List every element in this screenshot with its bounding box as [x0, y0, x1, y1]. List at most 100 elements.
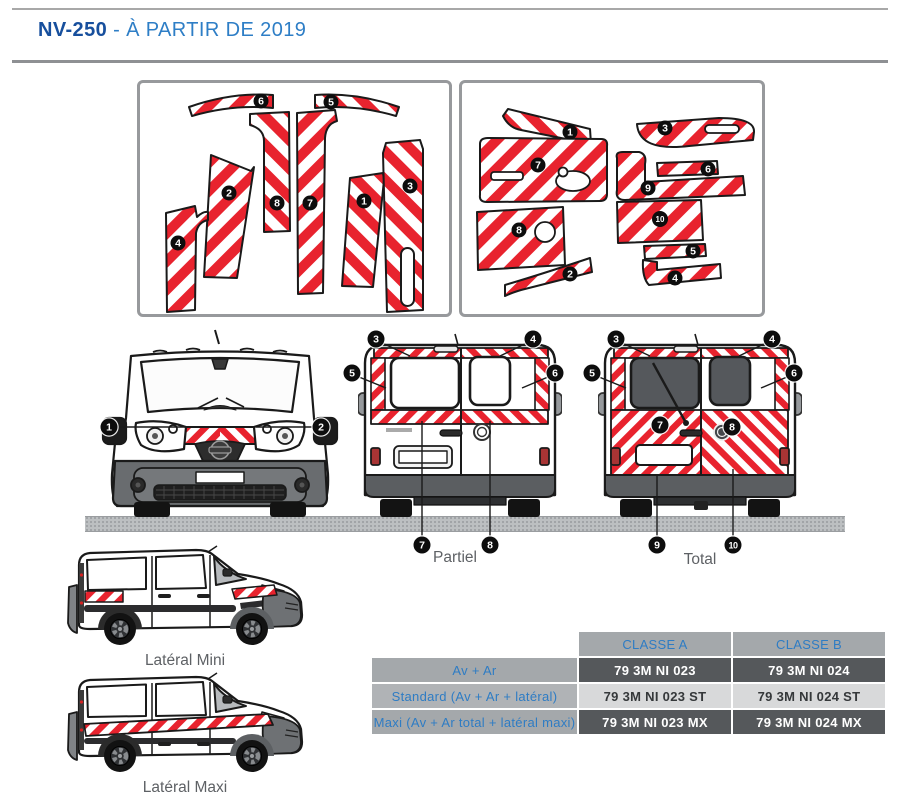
front-wheel	[236, 613, 268, 645]
van-side-mini	[67, 545, 304, 645]
door-handle	[197, 594, 210, 598]
marker-front-2: 2	[312, 418, 330, 436]
rear-door-edge	[79, 690, 84, 750]
piece-number: 2	[226, 188, 232, 200]
wheel	[508, 499, 540, 517]
taillight	[610, 447, 621, 466]
label-total: Total	[683, 551, 717, 568]
rear-wheel	[104, 740, 136, 772]
piece-number: 7	[535, 160, 541, 172]
wheel	[620, 499, 652, 517]
nissan-badge	[208, 440, 232, 460]
ref-av-ar-classe-b: 79 3M NI 024	[733, 658, 885, 682]
kit-rear-diagram: 1 7 8 2 3 9 6 10 5 4	[476, 108, 755, 297]
sliding-door-window	[155, 554, 207, 590]
row-label-standard: Standard (Av + Ar + latéral)	[372, 684, 577, 708]
marker-partial-3: 3	[367, 330, 385, 348]
wheel	[270, 502, 306, 517]
marker-total-7: 7	[651, 416, 669, 434]
marker-front-1: 1	[100, 418, 118, 436]
piece-number: 3	[407, 181, 413, 193]
piece-number: 1	[567, 127, 573, 139]
right-pillar-stripes	[534, 357, 550, 411]
rear-bumper	[604, 474, 796, 498]
antenna	[207, 545, 218, 553]
lower-grille	[153, 484, 287, 501]
marker-total-10: 10	[724, 536, 742, 554]
left-pillar-stripes	[610, 357, 626, 411]
mid-stripe-band	[370, 409, 549, 425]
license-plate	[398, 450, 448, 464]
right-window	[468, 355, 512, 407]
license-plate	[195, 471, 245, 484]
rearview-mirror	[211, 358, 229, 370]
nissan-badge	[473, 423, 491, 441]
marker-partial-8: 8	[481, 536, 499, 554]
piece-badges: 1 7 8 2 3 9 6 10 5 4	[511, 120, 716, 286]
taillight	[779, 447, 790, 466]
piece-number: 6	[705, 164, 711, 176]
door-handle	[158, 594, 171, 598]
rear-quarter-window	[86, 556, 147, 591]
right-window	[708, 355, 752, 407]
column-header-classe-a: CLASSE A	[579, 632, 731, 656]
wheel	[134, 502, 170, 517]
label-lateral-mini: Latéral Mini	[144, 652, 226, 669]
piece-number: 6	[258, 96, 264, 108]
antenna	[694, 333, 699, 346]
marker-partial-5: 5	[343, 364, 361, 382]
ref-maxi-classe-a: 79 3M NI 023 MX	[579, 710, 731, 734]
tow-hitch	[694, 501, 708, 510]
brake-light	[673, 345, 699, 353]
piece-number: 5	[328, 97, 334, 109]
marker-total-9: 9	[648, 536, 666, 554]
piece-number: 3	[662, 123, 668, 135]
marker-total-8: 8	[723, 418, 741, 436]
left-pillar-stripes	[370, 357, 386, 411]
title-suffix: - À PARTIR DE 2019	[113, 19, 307, 41]
wiper-arm	[651, 362, 688, 424]
van-front-view	[101, 329, 339, 517]
van-rear-partial	[358, 333, 562, 517]
piece-number: 4	[175, 238, 181, 250]
sliding-door-window	[155, 681, 207, 717]
ref-standard-classe-b: 79 3M NI 024 ST	[733, 684, 885, 708]
headlights	[134, 420, 306, 453]
full-side-stripe-band	[83, 713, 274, 737]
marker-partial-7: 7	[413, 536, 431, 554]
side-mirror	[222, 695, 233, 704]
kit-box-front-pieces: 6 5 2 8 7 1 4 3	[137, 80, 452, 317]
marker-partial-4: 4	[524, 330, 542, 348]
marker-total-6: 6	[785, 364, 803, 382]
wipers	[197, 397, 245, 409]
ground-strip	[85, 516, 845, 532]
door-handle	[197, 742, 210, 746]
piece-badges: 6 5 2 8 7 1 4 3	[170, 93, 418, 251]
top-divider	[12, 8, 888, 10]
label-lateral-maxi: Latéral Maxi	[142, 779, 228, 796]
side-mirror	[222, 568, 233, 577]
rear-quarter-window	[86, 683, 147, 718]
marker-total-5: 5	[583, 364, 601, 382]
marker-total-3: 3	[607, 330, 625, 348]
front-stripe-patch	[231, 584, 278, 600]
piece-number: 5	[690, 246, 696, 258]
rear-stripe-patch	[84, 590, 124, 603]
license-plate	[635, 444, 693, 466]
side-moulding	[84, 605, 236, 612]
door-handle	[158, 742, 171, 746]
taillight	[370, 447, 381, 466]
marker-total-4: 4	[763, 330, 781, 348]
title-divider	[12, 60, 888, 63]
van-side-maxi	[67, 672, 304, 772]
decal-pieces	[165, 93, 424, 313]
van-rear-total	[598, 333, 802, 517]
decal-pieces	[476, 108, 755, 297]
table-corner-cell	[372, 632, 577, 656]
rear-wheel	[104, 613, 136, 645]
kit-box-rear-pieces: 1 7 8 2 3 9 6 10 5 4	[459, 80, 765, 317]
piece-number: 10	[656, 215, 665, 224]
door-lines	[151, 555, 211, 627]
ref-standard-classe-a: 79 3M NI 023 ST	[579, 684, 731, 708]
